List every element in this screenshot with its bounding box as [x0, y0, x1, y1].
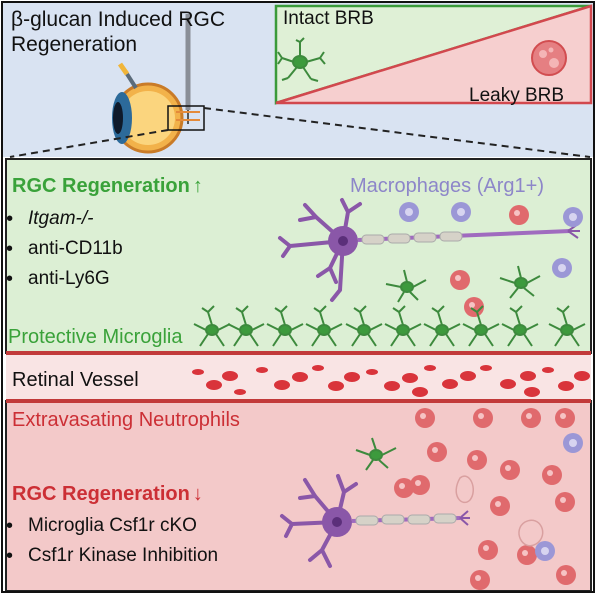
- red-blood-cell-icon: [424, 365, 436, 371]
- microglia-process: [266, 305, 304, 347]
- red-blood-cell-icon: [520, 371, 536, 381]
- vessel-rbcs: [192, 365, 590, 397]
- retinal-vessel-label: Retinal Vessel: [12, 369, 139, 391]
- red-blood-cell-icon: [442, 379, 458, 389]
- intact-brb-label: Intact BRB: [283, 8, 374, 29]
- list-item: Itgam-/-: [0, 204, 123, 234]
- neutrophil-nucleus: [478, 413, 484, 419]
- rgc-regeneration-up-heading: RGC Regeneration↑: [12, 176, 203, 196]
- up-arrow-icon: ↑: [192, 175, 203, 197]
- extravasating-neutrophils-label: Extravasating Neutrophils: [12, 409, 240, 431]
- red-blood-cell-icon: [384, 381, 400, 391]
- red-blood-cell-icon: [328, 381, 344, 391]
- lower-bullet-list: Microglia Csf1r cKO Csf1r Kinase Inhibit…: [0, 511, 218, 571]
- red-blood-cell-icon: [480, 365, 492, 371]
- neutrophil-nucleus: [522, 550, 528, 556]
- microglia-process: [462, 305, 500, 347]
- neutrophil-nucleus: [547, 470, 553, 476]
- neutrophil-nucleus: [526, 413, 532, 419]
- leaky-brb-triangle: [275, 4, 593, 105]
- red-blood-cell-icon: [344, 372, 360, 382]
- neutrophil-nucleus: [495, 501, 501, 507]
- microglia-upper: [385, 265, 541, 303]
- neutrophil-nucleus: [561, 570, 567, 576]
- microglia-process: [423, 305, 461, 347]
- down-arrow-icon: ↓: [192, 483, 203, 505]
- zoom-line-right: [203, 107, 591, 158]
- list-item: anti-CD11b: [0, 234, 123, 264]
- microglia-process: [227, 305, 265, 347]
- red-blood-cell-icon: [234, 389, 246, 395]
- neutrophil-nucleus: [415, 480, 421, 486]
- heading-text: RGC Regeneration: [12, 175, 190, 197]
- upper-neuron: [278, 198, 580, 302]
- rgc-regeneration-down-heading: RGC Regeneration↓: [12, 484, 203, 504]
- nets-debris: [455, 475, 544, 547]
- red-blood-cell-icon: [412, 387, 428, 397]
- neutrophil-nucleus: [505, 465, 511, 471]
- microglia-process: [548, 305, 586, 347]
- protective-microglia-label: Protective Microglia: [8, 326, 183, 348]
- neutrophil-nucleus: [560, 413, 566, 419]
- red-blood-cell-icon: [524, 387, 540, 397]
- macrophages-lower: [535, 433, 583, 561]
- red-blood-cell-icon: [222, 371, 238, 381]
- red-blood-cell-icon: [558, 381, 574, 391]
- lower-neuron: [280, 474, 470, 568]
- microglia-process: [501, 305, 539, 347]
- brb-panel: [274, 4, 593, 105]
- neutrophils-lower: [394, 408, 576, 590]
- red-blood-cell-icon: [256, 367, 268, 373]
- zoom-line-left: [9, 129, 169, 158]
- microglia-process: [345, 305, 383, 347]
- red-blood-cell-icon: [542, 367, 554, 373]
- neutrophil-nucleus: [420, 413, 426, 419]
- microglia-process: [193, 305, 231, 347]
- red-blood-cell-icon: [574, 371, 590, 381]
- upper-bullet-list: Itgam-/- anti-CD11b anti-Ly6G: [0, 204, 123, 294]
- list-item: Microglia Csf1r cKO: [0, 511, 218, 541]
- neutrophil-nucleus: [472, 455, 478, 461]
- figure-title: β-glucan Induced RGC Regeneration: [11, 8, 226, 56]
- list-item: anti-Ly6G: [0, 264, 123, 294]
- leaky-brb-label: Leaky BRB: [469, 85, 565, 106]
- list-item: Csf1r Kinase Inhibition: [0, 541, 218, 571]
- neutrophils-upper: [450, 205, 529, 317]
- red-blood-cell-icon: [366, 369, 378, 375]
- microglia-icon: [277, 37, 326, 82]
- heading-text: RGC Regeneration: [12, 483, 190, 505]
- neutrophil-nucleus: [483, 545, 489, 551]
- eye-icon: [112, 14, 205, 154]
- red-blood-cell-icon: [192, 369, 204, 375]
- red-blood-cell-icon: [274, 380, 290, 390]
- neutrophil-nucleus: [475, 575, 481, 581]
- neutrophil-nucleus: [399, 483, 405, 489]
- macrophages-label: Macrophages (Arg1+): [350, 175, 544, 197]
- red-blood-cell-icon: [292, 372, 308, 382]
- microglia-process: [384, 305, 422, 347]
- red-blood-cell-icon: [402, 373, 418, 383]
- microglia-lower: [355, 437, 397, 471]
- leaky-rbc-icon: [531, 40, 567, 76]
- red-blood-cell-icon: [206, 380, 222, 390]
- red-blood-cell-icon: [312, 365, 324, 371]
- neutrophil-nucleus: [560, 497, 566, 503]
- red-blood-cell-icon: [500, 379, 516, 389]
- macrophages-upper: [399, 202, 583, 278]
- protective-microglia-row: [193, 305, 586, 347]
- microglia-process: [305, 305, 343, 347]
- neutrophil-nucleus: [432, 447, 438, 453]
- red-blood-cell-icon: [460, 371, 476, 381]
